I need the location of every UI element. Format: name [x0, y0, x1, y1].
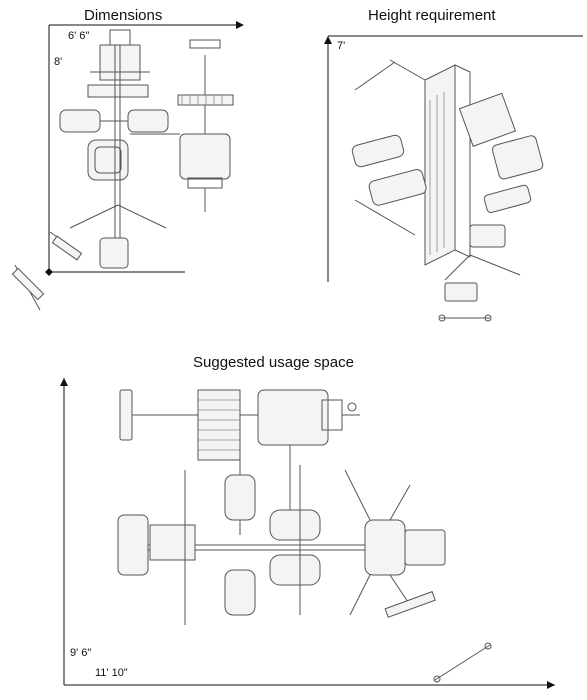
dimensions-height-label: 8': [54, 56, 63, 68]
usage-space-title: Suggested usage space: [193, 354, 354, 371]
dimensions-width-label: 6' 6": [68, 30, 90, 42]
usage-space-width-label: 11' 10": [95, 667, 128, 679]
usage-space-height-label: 9' 6": [70, 647, 92, 659]
height-requirement-drawing: [324, 35, 583, 322]
dimensions-panel: Dimensions 6' 6" 8': [0, 0, 290, 330]
height-requirement-title: Height requirement: [368, 7, 496, 24]
height-requirement-label: 7': [337, 40, 346, 52]
dimensions-title: Dimensions: [84, 7, 163, 24]
height-requirement-panel: Height requirement 7': [295, 0, 587, 330]
usage-space-panel: Suggested usage space 9' 6" 11' 10": [0, 345, 587, 700]
dimensions-drawing: [11, 21, 244, 311]
usage-space-drawing: [60, 378, 555, 689]
